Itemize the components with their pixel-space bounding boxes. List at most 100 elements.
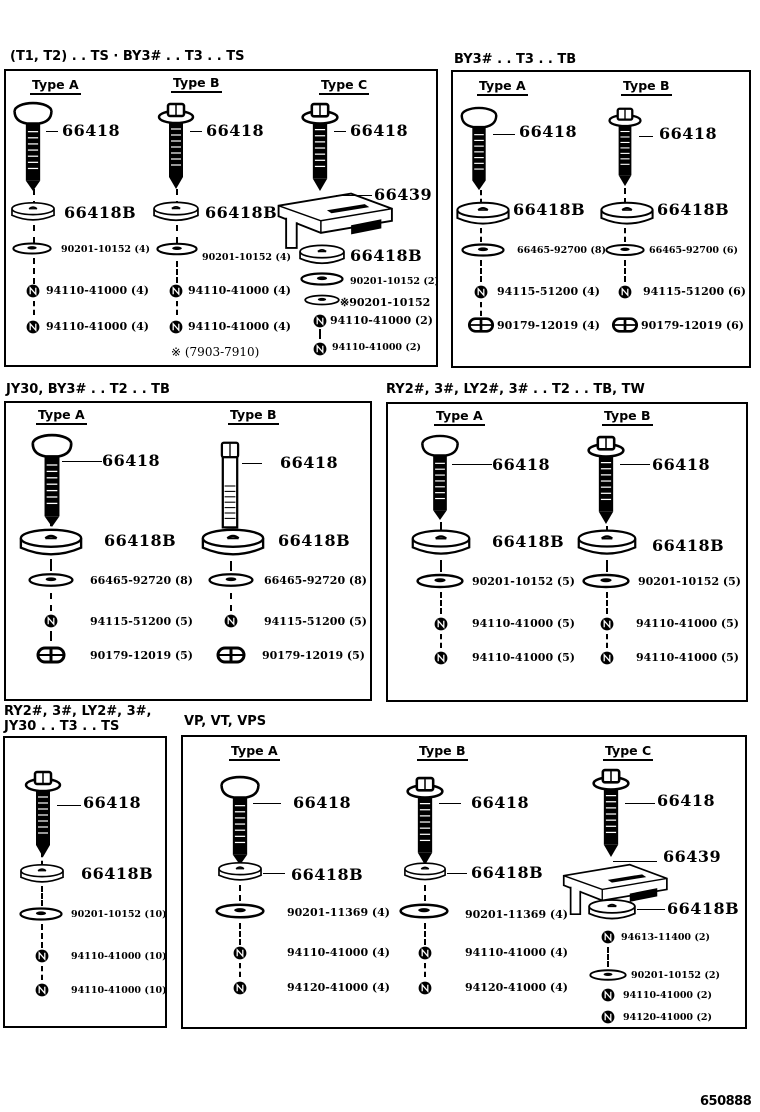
assembly-axis (230, 593, 232, 611)
part-number[interactable]: 66465-92700 (8) (517, 245, 606, 256)
part-number[interactable]: 66439 (663, 847, 722, 866)
part-number[interactable]: 94110-41000 (5) (636, 617, 739, 630)
part-number[interactable]: 90201-10152 (2) (350, 276, 439, 287)
part-number[interactable]: 94110-41000 (5) (636, 651, 739, 664)
part-number[interactable]: 66418 (280, 453, 339, 472)
nut-icon (312, 313, 328, 329)
part-number[interactable]: 66418 (659, 124, 718, 143)
part-number[interactable]: 66418B (81, 864, 154, 883)
nut-icon (168, 283, 184, 299)
part-number[interactable]: 94115-51200 (4) (497, 285, 600, 298)
part-number[interactable]: 90179-12019 (4) (497, 319, 600, 332)
leader-line (452, 464, 492, 465)
part-number[interactable]: 66418B (104, 531, 177, 550)
washer-icon (589, 967, 627, 983)
part-number[interactable]: 94110-41000 (4) (287, 946, 390, 959)
part-number[interactable]: 90201-10152 (10) (71, 909, 167, 920)
t-head-screw-icon (459, 106, 499, 192)
part-number[interactable]: 90201-11369 (4) (287, 906, 390, 919)
part-number[interactable]: 66418 (471, 793, 530, 812)
part-number[interactable]: 90179-12019 (5) (90, 649, 193, 662)
part-number[interactable]: 94110-41000 (4) (46, 284, 149, 297)
part-number[interactable]: 66418 (519, 122, 578, 141)
part-number[interactable]: 66418B (350, 246, 423, 265)
part-number[interactable]: 94115-51200 (5) (264, 615, 367, 628)
nut-icon (43, 613, 59, 629)
leader-line (336, 195, 372, 196)
nut-icon (34, 948, 50, 964)
part-number[interactable]: 66418B (652, 536, 725, 555)
part-number[interactable]: 90179-12019 (6) (641, 319, 744, 332)
part-number[interactable]: 66418 (62, 121, 121, 140)
part-number[interactable]: 94110-41000 (5) (472, 617, 575, 630)
part-number[interactable]: 66418B (471, 863, 544, 882)
part-number[interactable]: 94115-51200 (5) (90, 615, 193, 628)
part-number[interactable]: 94110-41000 (4) (188, 320, 291, 333)
part-number[interactable]: 94110-41000 (10) (71, 985, 167, 996)
part-number[interactable]: 66418 (350, 121, 409, 140)
part-number[interactable]: 66418B (64, 203, 137, 222)
part-number[interactable]: 66465-92720 (8) (90, 574, 193, 587)
part-number[interactable]: 94110-41000 (4) (188, 284, 291, 297)
type-a-label: Type A (434, 408, 485, 426)
grommet-icon (587, 897, 637, 923)
part-number[interactable]: 94110-41000 (4) (465, 946, 568, 959)
nut-icon (600, 1009, 616, 1025)
part-number[interactable]: 90179-12019 (5) (262, 649, 365, 662)
part-number[interactable]: 66439 (374, 185, 433, 204)
part-number[interactable]: 90201-10152 (5) (638, 575, 741, 588)
part-number[interactable]: 90201-10152 (5) (472, 575, 575, 588)
part-number[interactable]: 66418 (657, 791, 716, 810)
washer-icon (28, 571, 74, 589)
part-number[interactable]: 94613-11400 (2) (621, 932, 710, 943)
assembly-axis (239, 963, 241, 977)
part-number[interactable]: 94110-41000 (10) (71, 951, 167, 962)
assembly-axis (50, 631, 52, 641)
section-box-6: Type A 66418 66418B 90201-11369 (4) 9411… (181, 735, 747, 1029)
part-number[interactable]: 66418 (652, 455, 711, 474)
assembly-axis (440, 522, 442, 534)
part-number[interactable]: 66418 (293, 793, 352, 812)
part-number[interactable]: 66418 (206, 121, 265, 140)
part-number[interactable]: 94110-41000 (4) (46, 320, 149, 333)
part-number[interactable]: 94110-41000 (5) (472, 651, 575, 664)
part-number[interactable]: 90201-11369 (4) (465, 908, 568, 921)
type-b-label: Type B (417, 743, 468, 761)
part-number[interactable]: 94110-41000 (2) (623, 990, 712, 1001)
assembly-axis (424, 963, 426, 977)
part-number[interactable]: 94120-41000 (4) (465, 981, 568, 994)
part-number[interactable]: 94110-41000 (2) (330, 314, 433, 327)
assembly-axis (624, 228, 626, 242)
part-number[interactable]: 94120-41000 (2) (623, 1012, 712, 1023)
assembly-axis (176, 225, 178, 243)
part-number[interactable]: 66418B (205, 203, 278, 222)
washer-icon (156, 241, 198, 257)
part-number[interactable]: 94120-41000 (4) (287, 981, 390, 994)
part-number[interactable]: ※90201-10152 (340, 296, 431, 309)
diagram-code: 650888 (700, 1094, 752, 1109)
assembly-axis (606, 592, 608, 614)
part-number[interactable]: 66418B (657, 200, 730, 219)
part-number[interactable]: 66418B (291, 865, 364, 884)
assembly-axis (480, 260, 482, 282)
part-number[interactable]: 90201-10152 (2) (631, 970, 720, 981)
type-c-label: Type C (603, 743, 654, 761)
part-number[interactable]: 66418 (83, 793, 142, 812)
assembly-axis (33, 189, 35, 207)
grommet-icon (599, 200, 655, 228)
part-number[interactable]: 90201-10152 (4) (202, 252, 291, 263)
part-number[interactable]: 66465-92720 (8) (264, 574, 367, 587)
part-number[interactable]: 66418 (102, 451, 161, 470)
section-title-5-line1: RY2#, 3#, LY2#, 3#, (4, 704, 152, 719)
nut-icon (25, 319, 41, 335)
part-number[interactable]: 66465-92700 (6) (649, 245, 738, 256)
part-number[interactable]: 66418B (667, 899, 740, 918)
part-number[interactable]: 66418B (278, 531, 351, 550)
part-number[interactable]: 94115-51200 (6) (643, 285, 746, 298)
part-number[interactable]: 66418B (513, 200, 586, 219)
part-number[interactable]: 94110-41000 (2) (332, 342, 421, 353)
part-number[interactable]: 66418 (492, 455, 551, 474)
section-title-5-line2: JY30 . . T3 . . TS (4, 719, 120, 734)
part-number[interactable]: 66418B (492, 532, 565, 551)
part-number[interactable]: 90201-10152 (4) (61, 244, 150, 255)
